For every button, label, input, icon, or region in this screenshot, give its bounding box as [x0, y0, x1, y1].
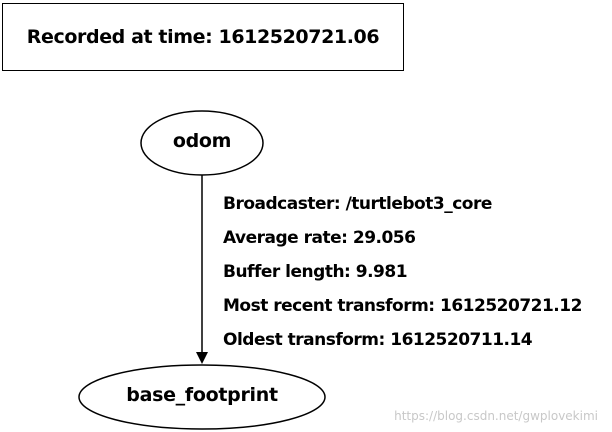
- recorded-time-box: Recorded at time: 1612520721.06: [2, 3, 404, 71]
- oldest-transform-text: Oldest transform: 1612520711.14: [223, 330, 533, 350]
- watermark: https://blog.csdn.net/gwplovekimi: [394, 409, 598, 423]
- edge-info-block: Broadcaster: /turtlebot3_core Average ra…: [223, 187, 582, 357]
- average-rate-text: Average rate: 29.056: [223, 228, 416, 248]
- odom-node-label: odom: [172, 130, 232, 152]
- broadcaster-text: Broadcaster: /turtlebot3_core: [223, 194, 492, 214]
- buffer-length-text: Buffer length: 9.981: [223, 262, 408, 282]
- base-footprint-node-label: base_footprint: [126, 384, 278, 406]
- base-footprint-node[interactable]: [78, 364, 326, 430]
- recorded-time-label: Recorded at time: 1612520721.06: [26, 26, 380, 48]
- most-recent-transform-text: Most recent transform: 1612520721.12: [223, 296, 582, 316]
